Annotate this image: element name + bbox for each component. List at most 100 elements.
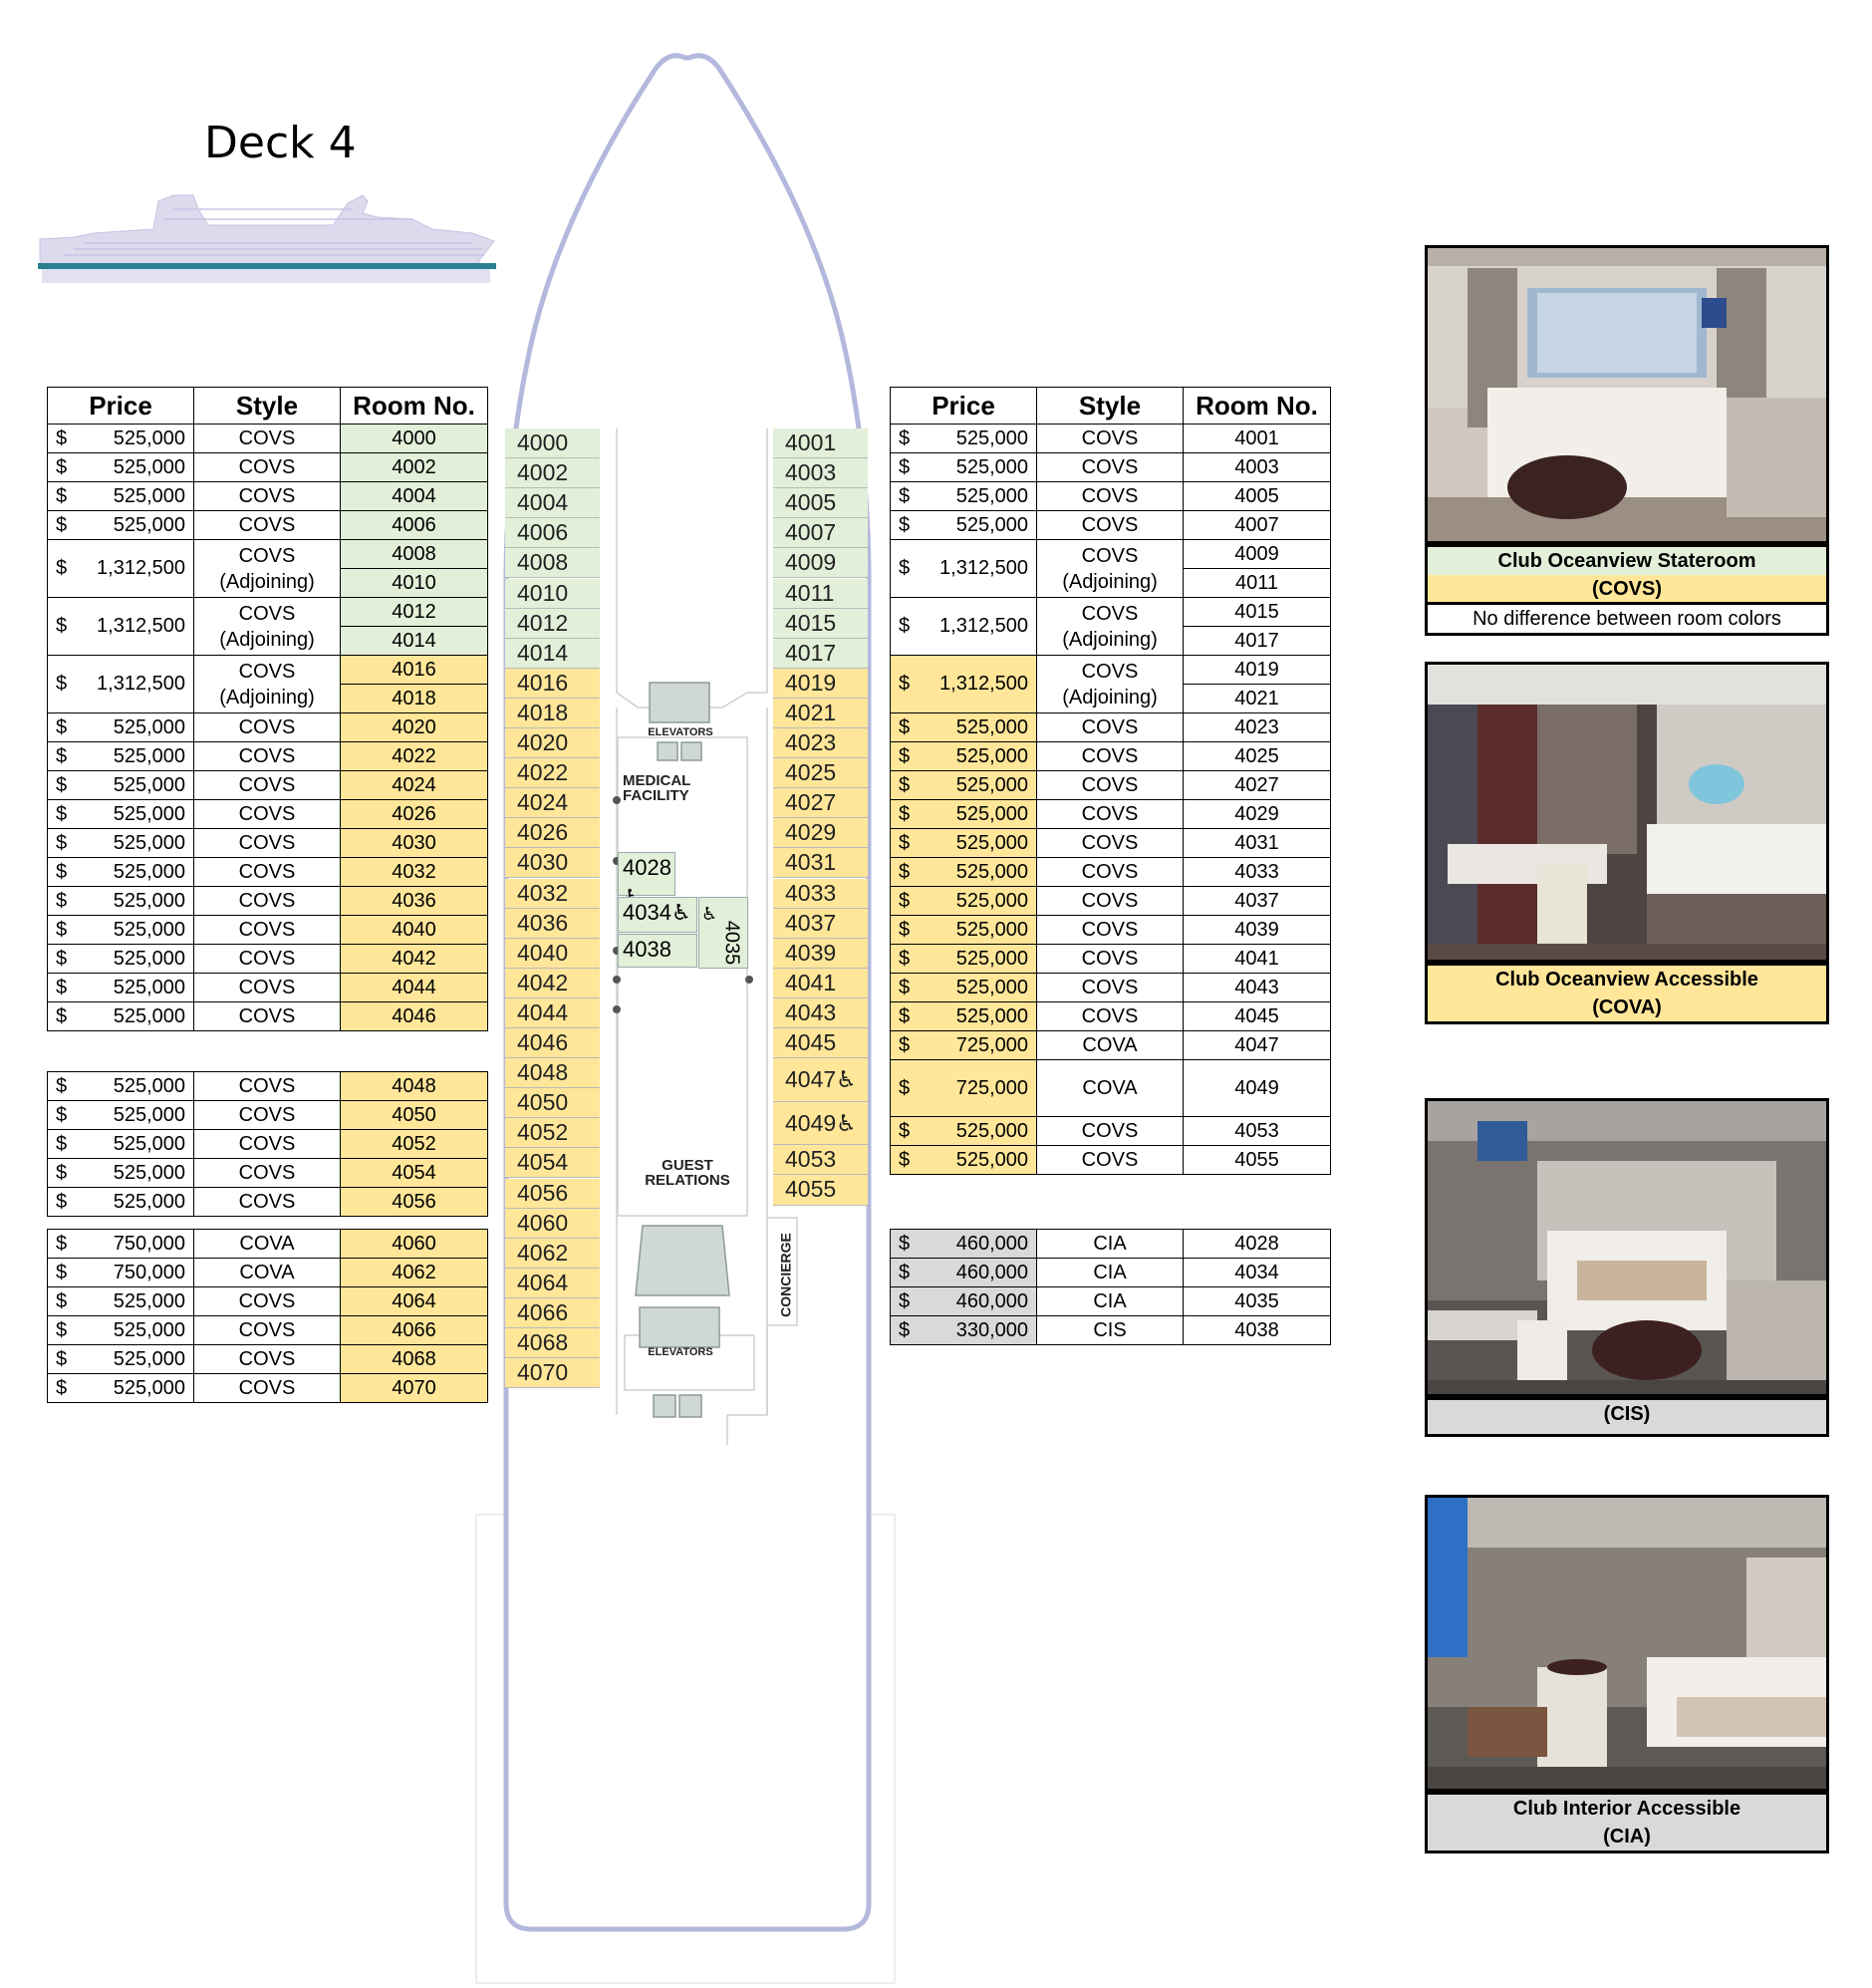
plan-room-4064: 4064: [505, 1268, 600, 1298]
style-cell: COVS: [193, 799, 341, 829]
currency-symbol: $: [56, 1347, 68, 1370]
currency-symbol: $: [899, 557, 911, 579]
plan-room-4010: 4010: [505, 578, 600, 609]
currency-symbol: $: [56, 1318, 68, 1341]
price-value: 750,000: [113, 1261, 185, 1283]
style-value: COVS: [238, 456, 296, 478]
price-value: 525,000: [113, 1004, 185, 1027]
price-cell: $525,000: [47, 741, 194, 771]
price-value: 525,000: [955, 802, 1028, 825]
style-value: COVS: [1081, 427, 1139, 449]
room-number-cell: 4053: [1183, 1116, 1331, 1146]
currency-symbol: $: [56, 773, 68, 796]
price-value: 525,000: [955, 715, 1028, 738]
style-cell: COVS: [1036, 741, 1184, 771]
price-cell: $525,000: [890, 510, 1037, 540]
currency-symbol: $: [56, 1004, 68, 1027]
style-value: COVS: [238, 948, 296, 970]
plan-room-4008: 4008: [505, 548, 600, 579]
plan-room-4003: 4003: [773, 458, 868, 489]
plan-room-4062: 4062: [505, 1238, 600, 1269]
style-value: COVS: [1081, 948, 1139, 970]
price-cell: $725,000: [890, 1059, 1037, 1117]
currency-symbol: $: [899, 455, 911, 478]
style-value: CIS: [1093, 1319, 1127, 1341]
elevators-top-label: ELEVATORS: [648, 726, 713, 738]
room-number-cell: 4011: [1183, 568, 1331, 598]
plan-room-4015: 4015: [773, 608, 868, 639]
currency-symbol: $: [899, 860, 911, 883]
plan-room-4052: 4052: [505, 1118, 600, 1149]
price-cell: $750,000: [47, 1258, 194, 1287]
price-value: 525,000: [113, 1289, 185, 1312]
price-cell: $525,000: [890, 712, 1037, 742]
price-value: 525,000: [113, 1376, 185, 1399]
room-number-cell: 4042: [340, 944, 488, 974]
style-cell: COVS(Adjoining): [1036, 539, 1184, 598]
plan-room-4004: 4004: [505, 488, 600, 519]
price-cell: $525,000: [890, 857, 1037, 887]
plan-room-4050: 4050: [505, 1088, 600, 1119]
style-cell: COVS: [1036, 1145, 1184, 1175]
room-number-cell: 4070: [340, 1373, 488, 1403]
style-note: (Adjoining): [1062, 628, 1158, 651]
plan-room-4026: 4026: [505, 818, 600, 849]
plan-room-4045: 4045: [773, 1028, 868, 1059]
style-value: COVS: [238, 602, 296, 625]
currency-symbol: $: [899, 1119, 911, 1142]
style-value: COVA: [1082, 1034, 1138, 1056]
style-cell: COVS(Adjoining): [193, 539, 341, 598]
plan-room-4020: 4020: [505, 728, 600, 759]
currency-symbol: $: [56, 744, 68, 767]
currency-symbol: $: [899, 1148, 911, 1171]
price-cell: $460,000: [890, 1258, 1037, 1287]
style-header: Style: [1036, 387, 1184, 425]
style-cell: CIA: [1036, 1286, 1184, 1316]
room-number-cell: 4000: [340, 424, 488, 453]
price-value: 1,312,500: [939, 615, 1028, 637]
price-cell: $525,000: [47, 973, 194, 1002]
plan-room-4024: 4024: [505, 788, 600, 819]
plan-room-4031: 4031: [773, 848, 868, 879]
style-value: COVS: [238, 514, 296, 536]
price-value: 525,000: [113, 831, 185, 854]
currency-symbol: $: [56, 918, 68, 941]
plan-room-4006: 4006: [505, 518, 600, 549]
currency-symbol: $: [56, 1161, 68, 1184]
covs-note: No difference between room colors: [1425, 602, 1829, 636]
currency-symbol: $: [56, 976, 68, 998]
style-value: COVS: [238, 1162, 296, 1184]
price-value: 525,000: [955, 947, 1028, 970]
plan-room-4005: 4005: [773, 488, 868, 519]
style-value: COVS: [1081, 861, 1139, 883]
plan-room-4033: 4033: [773, 878, 868, 909]
room-number-cell: 4010: [340, 568, 488, 598]
currency-symbol: $: [899, 802, 911, 825]
style-value: COVS: [238, 716, 296, 738]
covs-caption: Club Oceanview Stateroom (COVS): [1425, 544, 1829, 603]
room-number-cell: 4049: [1183, 1059, 1331, 1117]
room-number-cell: 4021: [1183, 684, 1331, 713]
price-value: 525,000: [113, 484, 185, 507]
price-cell: $525,000: [890, 915, 1037, 945]
room-number-cell: 4028: [1183, 1229, 1331, 1259]
price-value: 525,000: [113, 773, 185, 796]
room-number-cell: 4024: [340, 770, 488, 800]
currency-symbol: $: [899, 947, 911, 970]
currency-symbol: $: [899, 715, 911, 738]
currency-symbol: $: [899, 1033, 911, 1056]
